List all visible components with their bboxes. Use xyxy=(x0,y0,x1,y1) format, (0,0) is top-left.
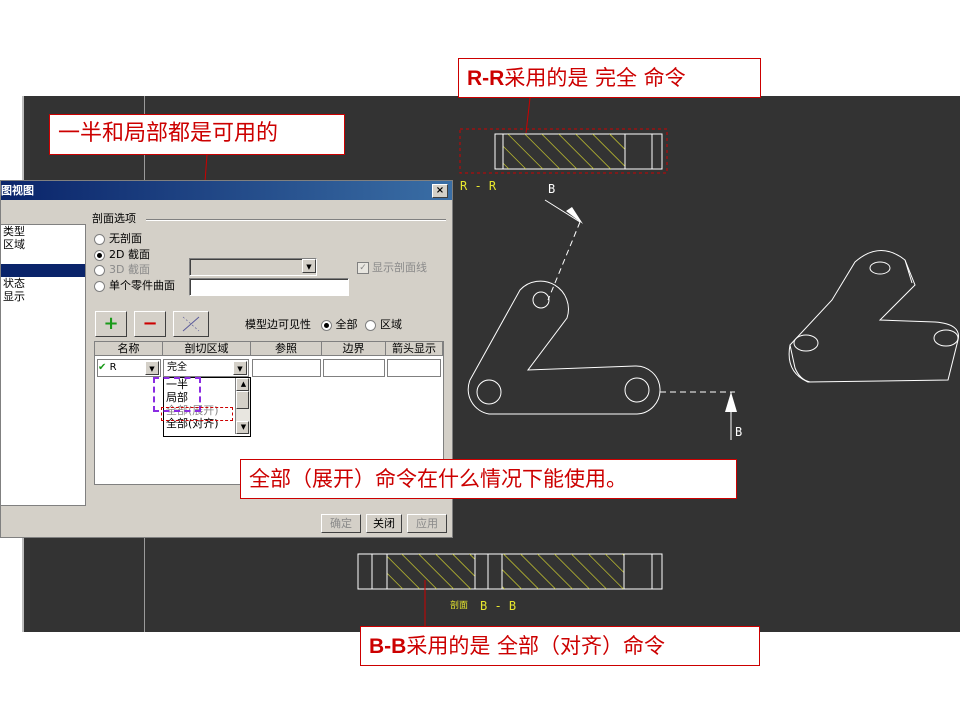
radio-vis-area[interactable] xyxy=(365,319,376,331)
category-tree[interactable]: 类型 区域 状态 显示 xyxy=(0,224,86,506)
cell-boundary[interactable] xyxy=(323,359,385,377)
option-single-part[interactable]: 单个零件曲面 xyxy=(94,279,175,292)
callout-full-expanded-text: 全部（展开）命令在什么情况下能使用。 xyxy=(249,467,627,491)
callout-rr-text: 采用的是 完全 命令 xyxy=(504,66,686,90)
col-name: 名称 xyxy=(95,342,163,356)
dialog-title: 图视图 xyxy=(1,184,34,197)
tree-item-blank[interactable] xyxy=(1,251,85,264)
callout-half-partial: 一半和局部都是可用的 xyxy=(49,114,345,155)
option-3d-section-label: 3D 截面 xyxy=(109,263,150,276)
option-3d-section: 3D 截面 xyxy=(94,263,150,276)
callout-full-expanded: 全部（展开）命令在什么情况下能使用。 xyxy=(240,459,737,499)
single-part-field[interactable] xyxy=(189,278,349,296)
scroll-up-icon[interactable]: ▲ xyxy=(236,378,249,391)
flip-icon xyxy=(182,316,200,332)
section-group-line xyxy=(146,219,446,221)
tree-item-area[interactable]: 区域 xyxy=(3,238,25,251)
option-no-section[interactable]: 无剖面 xyxy=(94,232,142,245)
row-area-value: 完全 xyxy=(167,362,187,373)
area-option-partial[interactable]: 局部 xyxy=(166,391,188,404)
callout-bb: B-B采用的是 全部（对齐）命令 xyxy=(360,626,760,666)
part-isometric-view xyxy=(788,250,960,383)
radio-vis-all[interactable] xyxy=(320,319,332,331)
apply-button[interactable]: 应用 xyxy=(407,514,447,533)
vis-area-label: 区域 xyxy=(380,318,402,331)
col-arrow-display: 箭头显示 xyxy=(386,342,443,356)
add-button[interactable]: + xyxy=(95,311,127,337)
tree-item-display[interactable]: 显示 xyxy=(3,290,25,303)
dialog-title-bar[interactable]: 图视图 × xyxy=(1,181,452,200)
dialog-close-button[interactable]: × xyxy=(432,184,448,198)
chevron-down-icon: ▼ xyxy=(302,259,316,273)
option-no-section-label: 无剖面 xyxy=(109,232,142,245)
callout-rr-prefix: R-R xyxy=(467,67,505,90)
option-single-part-label: 单个零件曲面 xyxy=(109,279,175,292)
highlight-full-expanded xyxy=(161,407,233,421)
close-button[interactable]: 关闭 xyxy=(366,514,402,533)
callout-bb-prefix: B-B xyxy=(369,635,407,658)
check-icon: ✔ xyxy=(98,362,107,373)
bb-label: B - B xyxy=(480,599,516,613)
dropdown-scrollbar[interactable]: ▲ ▼ xyxy=(235,378,250,434)
radio-2d-section[interactable] xyxy=(94,249,105,261)
cell-area-select[interactable]: 完全 ▼ xyxy=(163,359,249,377)
radio-3d-section xyxy=(94,264,105,276)
option-2d-section-label: 2D 截面 xyxy=(109,248,150,261)
section-options-label: 剖面选项 xyxy=(92,212,136,225)
flip-arrow-button[interactable] xyxy=(173,311,209,337)
highlight-half-partial xyxy=(153,377,201,412)
section-label: 剖面 xyxy=(450,599,468,611)
cell-arrow-display[interactable] xyxy=(387,359,441,377)
radio-single-part[interactable] xyxy=(94,280,105,292)
3d-section-select: ▼ xyxy=(189,258,317,276)
remove-button[interactable]: − xyxy=(134,311,166,337)
option-2d-section[interactable]: 2D 截面 xyxy=(94,248,150,261)
scroll-thumb[interactable] xyxy=(236,391,249,409)
cell-reference[interactable] xyxy=(252,359,321,377)
model-edge-visibility: 模型边可见性 全部 区域 xyxy=(245,318,402,331)
model-edge-visibility-label: 模型边可见性 xyxy=(245,318,311,331)
ok-button[interactable]: 确定 xyxy=(321,514,361,533)
rr-section-hatch xyxy=(503,134,625,169)
tree-item-type[interactable]: 类型 xyxy=(3,225,25,238)
show-section-line: ✓显示剖面线 xyxy=(357,261,427,274)
part-front-view xyxy=(467,280,661,415)
bb-section-hatch-left xyxy=(387,554,475,589)
cell-name[interactable]: ✔ R ▼ xyxy=(97,359,161,377)
scroll-down-icon[interactable]: ▼ xyxy=(236,421,249,434)
b-right-label: B xyxy=(735,425,742,439)
col-area: 剖切区域 xyxy=(163,342,251,356)
callout-half-text: 一半和局部都是可用的 xyxy=(58,121,279,146)
col-boundary: 边界 xyxy=(322,342,386,356)
show-section-line-label: 显示剖面线 xyxy=(372,261,427,274)
tree-item-selected[interactable] xyxy=(1,264,85,277)
area-option-half[interactable]: 一半 xyxy=(166,378,188,391)
b-top-label: B xyxy=(548,182,555,196)
rr-label: R - R xyxy=(460,179,497,193)
rr-selection-box xyxy=(459,128,668,174)
name-dropdown-arrow[interactable]: ▼ xyxy=(145,361,159,375)
area-dropdown-arrow[interactable]: ▼ xyxy=(233,361,247,375)
checkbox-icon: ✓ xyxy=(357,262,369,274)
bb-section-hatch-right xyxy=(502,554,624,589)
callout-rr: R-R采用的是 完全 命令 xyxy=(458,58,761,98)
col-reference: 参照 xyxy=(251,342,322,356)
callout-bb-text: 采用的是 全部（对齐）命令 xyxy=(406,634,666,658)
tree-item-state[interactable]: 状态 xyxy=(3,277,25,290)
radio-no-section[interactable] xyxy=(94,233,105,245)
vis-all-label: 全部 xyxy=(335,318,358,331)
row-name-value: R xyxy=(109,362,117,373)
